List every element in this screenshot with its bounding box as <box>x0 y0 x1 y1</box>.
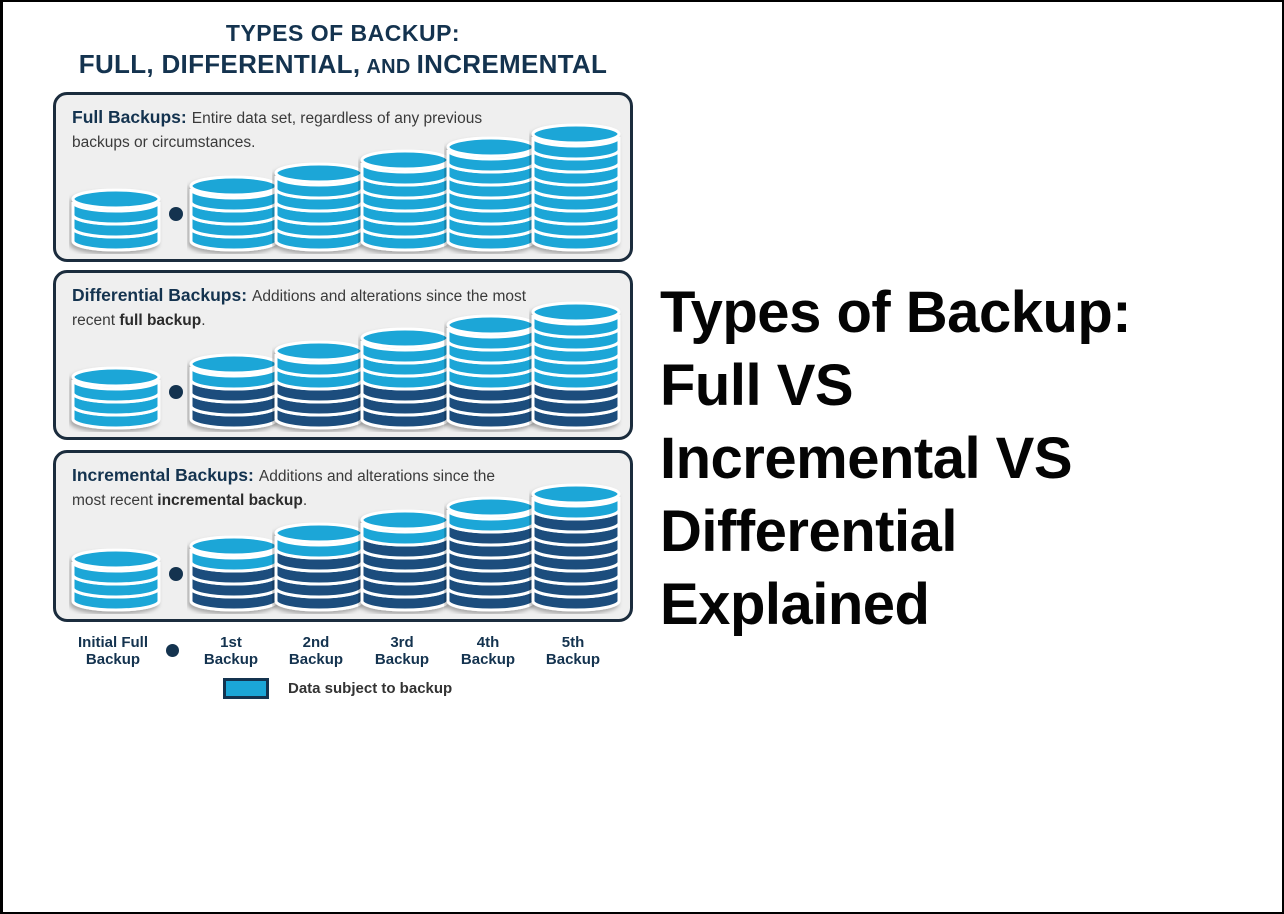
disk-stack <box>446 314 536 430</box>
axis-label-line1: 2nd <box>302 634 330 651</box>
axis-label-line2: Backup <box>288 651 344 668</box>
separator-dot <box>166 644 179 657</box>
page-title-line: Incremental VS <box>660 426 1073 491</box>
page-title-line: Full VS <box>660 353 854 418</box>
panel-description-bold: full backup <box>119 311 202 329</box>
axis-label-line2: Backup <box>374 651 430 668</box>
panel-description: Differential Backups:Additions and alter… <box>72 282 530 332</box>
disk-stack <box>71 548 161 612</box>
axis-label-line2: Backup <box>85 651 141 668</box>
separator-dot <box>169 385 183 399</box>
panel-description: Incremental Backups:Additions and altera… <box>72 462 530 512</box>
disk-stack <box>189 175 279 252</box>
axis-label-line2: Backup <box>203 651 259 668</box>
disk-stack <box>446 136 536 252</box>
disk-stack <box>71 366 161 430</box>
disk-stack <box>360 327 450 430</box>
panel-description-text: Entire data set, regardless of any previ… <box>72 110 483 151</box>
panel-description-suffix: . <box>302 491 308 509</box>
disk-stack <box>274 522 364 612</box>
axis-label-line2: Backup <box>545 651 601 668</box>
panel-heading: Incremental Backups: <box>72 465 254 485</box>
panel-full-backups: Full Backups:Entire data set, regardless… <box>53 92 633 262</box>
page-title-line: Explained <box>660 572 930 637</box>
disk-stack <box>360 509 450 612</box>
disk-stack-row <box>56 95 630 259</box>
page-title-line: Differential <box>660 499 957 564</box>
legend-label: Data subject to backup <box>288 680 453 697</box>
disk-stack <box>189 353 279 430</box>
legend-swatch <box>223 678 269 699</box>
infographic-title-line1: TYPES OF BACKUP: <box>225 20 461 46</box>
disk-stack <box>531 123 621 252</box>
axis-label-line1: 3rd <box>390 634 414 651</box>
separator-dot <box>169 207 183 221</box>
panel-description-text: Additions and alterations since the most… <box>72 468 495 509</box>
page-title-line: Types of Backup: <box>660 280 1132 345</box>
axis-label-line1: 5th <box>561 634 585 651</box>
disk-stack-row <box>56 453 630 619</box>
axis-label-line1: Initial Full <box>78 634 148 651</box>
disk-stack <box>531 483 621 612</box>
panel-heading: Differential Backups: <box>72 285 248 305</box>
title-line2-and: AND <box>366 56 411 78</box>
axis-label-line1: 4th <box>476 634 500 651</box>
panel-incremental-backups: Incremental Backups:Additions and altera… <box>53 450 633 622</box>
panel-differential-backups: Differential Backups:Additions and alter… <box>53 270 633 440</box>
axis-label-line2: Backup <box>460 651 516 668</box>
panel-description: Full Backups:Entire data set, regardless… <box>72 104 530 154</box>
panel-description-suffix: . <box>201 311 206 329</box>
disk-stack <box>71 188 161 252</box>
disk-stack-row <box>56 273 630 437</box>
disk-stack <box>274 340 364 430</box>
disk-stack <box>360 149 450 252</box>
panel-heading: Full Backups: <box>72 107 187 127</box>
title-line2-suffix: INCREMENTAL <box>416 49 608 79</box>
disk-stack <box>274 162 364 252</box>
title-line2-prefix: FULL, DIFFERENTIAL, <box>78 49 361 79</box>
disk-stack <box>189 535 279 612</box>
panel-description-text: Additions and alterations since the most… <box>72 288 527 329</box>
page-title: Types of Backup: Full VS Incremental VS … <box>660 276 1275 641</box>
separator-dot <box>169 567 183 581</box>
panel-description-bold: incremental backup <box>157 491 303 509</box>
axis-label-line1: 1st <box>220 634 242 651</box>
disk-stack <box>531 301 621 430</box>
disk-stack <box>446 496 536 612</box>
